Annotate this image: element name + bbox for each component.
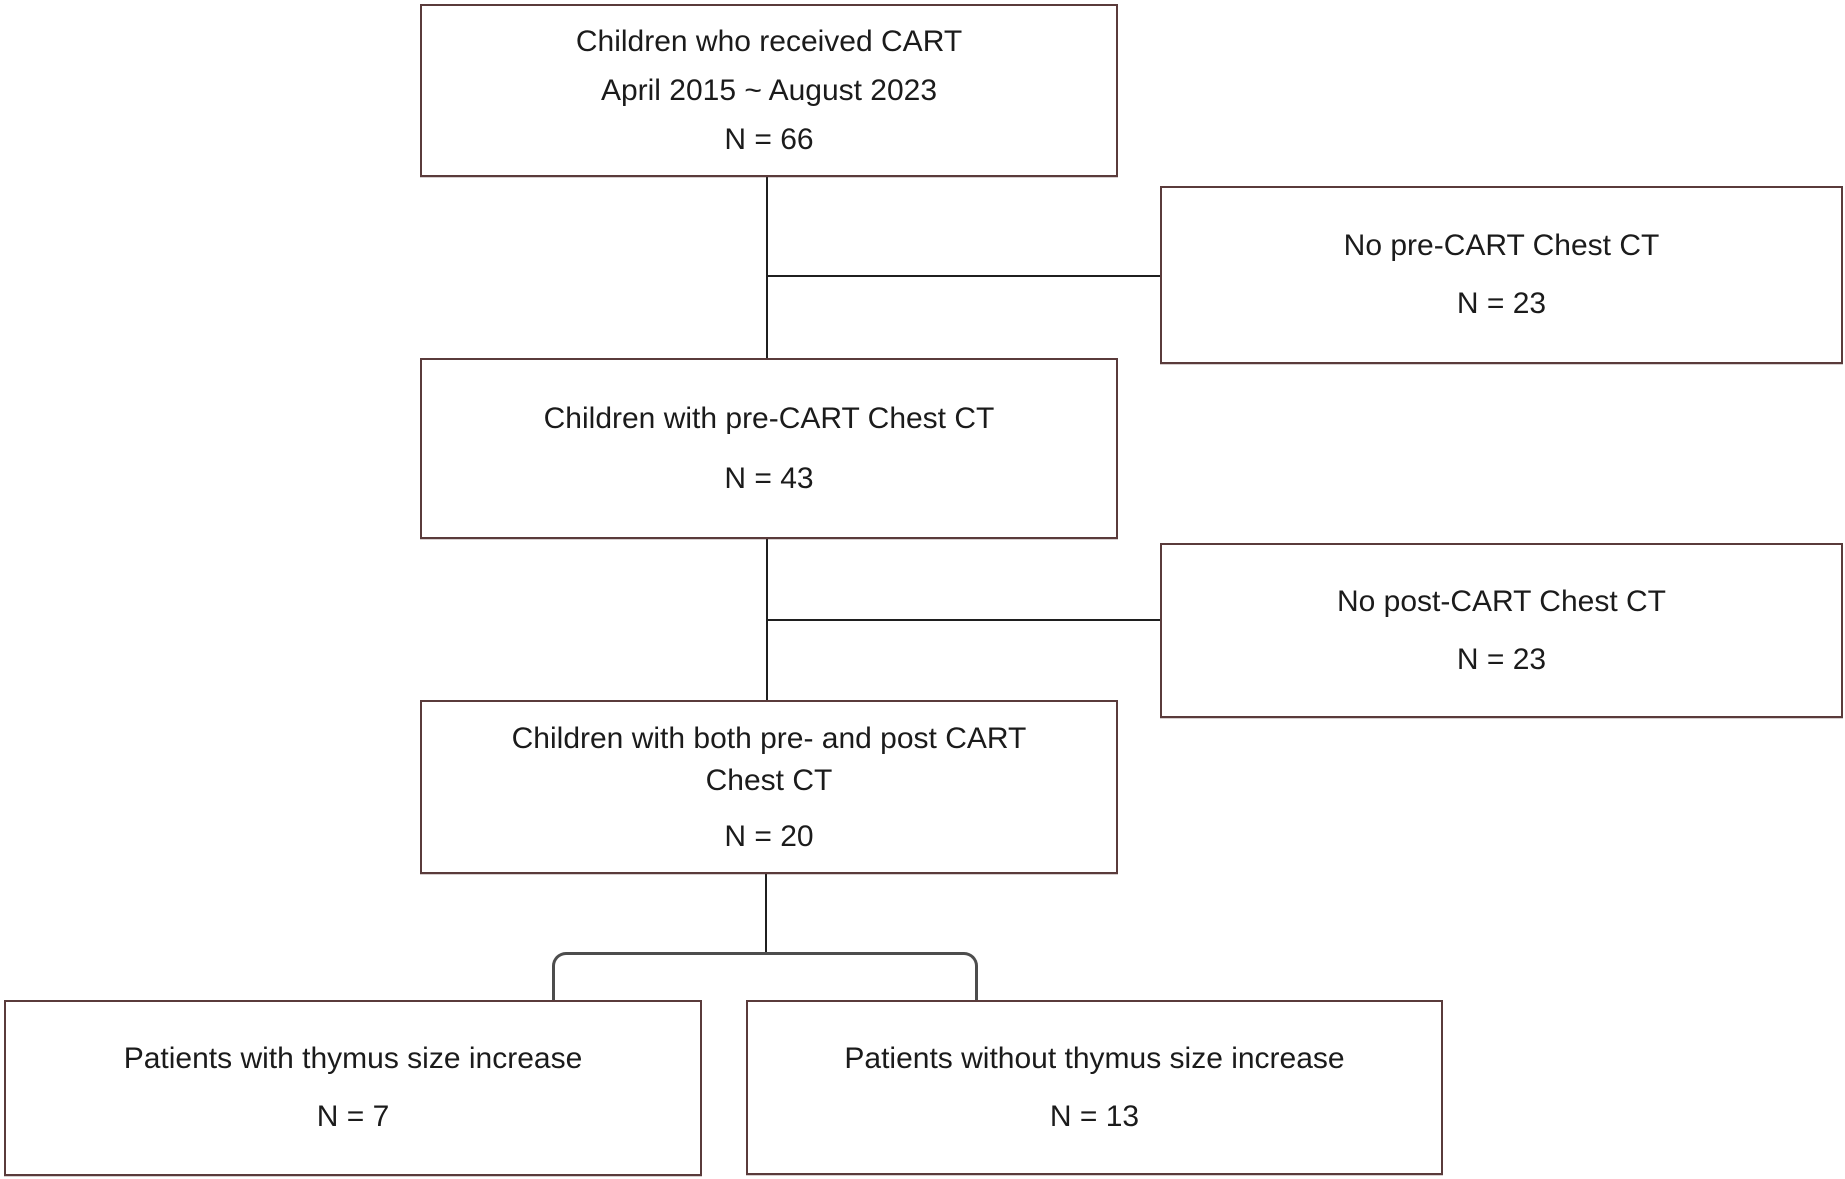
box-count: N = 20: [724, 820, 814, 853]
flow-box-pre-cart-ct: Children with pre-CART Chest CT N = 43: [420, 358, 1118, 539]
box-count: N = 7: [316, 1100, 390, 1133]
box-count: N = 23: [1456, 287, 1547, 320]
box-count: N = 13: [1049, 1099, 1140, 1133]
box-title: Children who received CART: [575, 24, 963, 58]
flow-box-both-pre-post-ct: Children with both pre- and post CART Ch…: [420, 700, 1118, 874]
box-title-line1: Children with both pre- and post CART: [511, 722, 1027, 755]
box-title: Children with pre-CART Chest CT: [543, 401, 995, 435]
flow-box-thymus-increase: Patients with thymus size increase N = 7: [4, 1000, 702, 1176]
flow-box-children-received-cart: Children who received CART April 2015 ~ …: [420, 4, 1118, 177]
box-title: No pre-CART Chest CT: [1343, 229, 1660, 262]
box-count: N = 66: [724, 122, 814, 156]
connector-received-to-pre: [766, 177, 768, 358]
box-count: N = 43: [724, 461, 814, 495]
box-title-group: Children with both pre- and post CART Ch…: [512, 718, 1027, 802]
flow-box-no-post-cart-ct: No post-CART Chest CT N = 23: [1160, 543, 1843, 718]
connector-both-to-split: [765, 874, 767, 954]
box-title: Patients without thymus size increase: [844, 1041, 1345, 1075]
flow-box-no-thymus-increase: Patients without thymus size increase N …: [746, 1000, 1443, 1175]
box-title-line2: Chest CT: [705, 764, 833, 797]
box-date-range: April 2015 ~ August 2023: [600, 73, 938, 107]
split-bracket: [552, 952, 978, 1002]
connector-branch-no-pre: [767, 275, 1160, 277]
flow-box-no-pre-cart-ct: No pre-CART Chest CT N = 23: [1160, 186, 1843, 364]
connector-branch-no-post: [767, 619, 1160, 621]
box-title: No post-CART Chest CT: [1337, 584, 1666, 618]
box-title: Patients with thymus size increase: [123, 1042, 583, 1075]
box-count: N = 23: [1456, 642, 1547, 676]
